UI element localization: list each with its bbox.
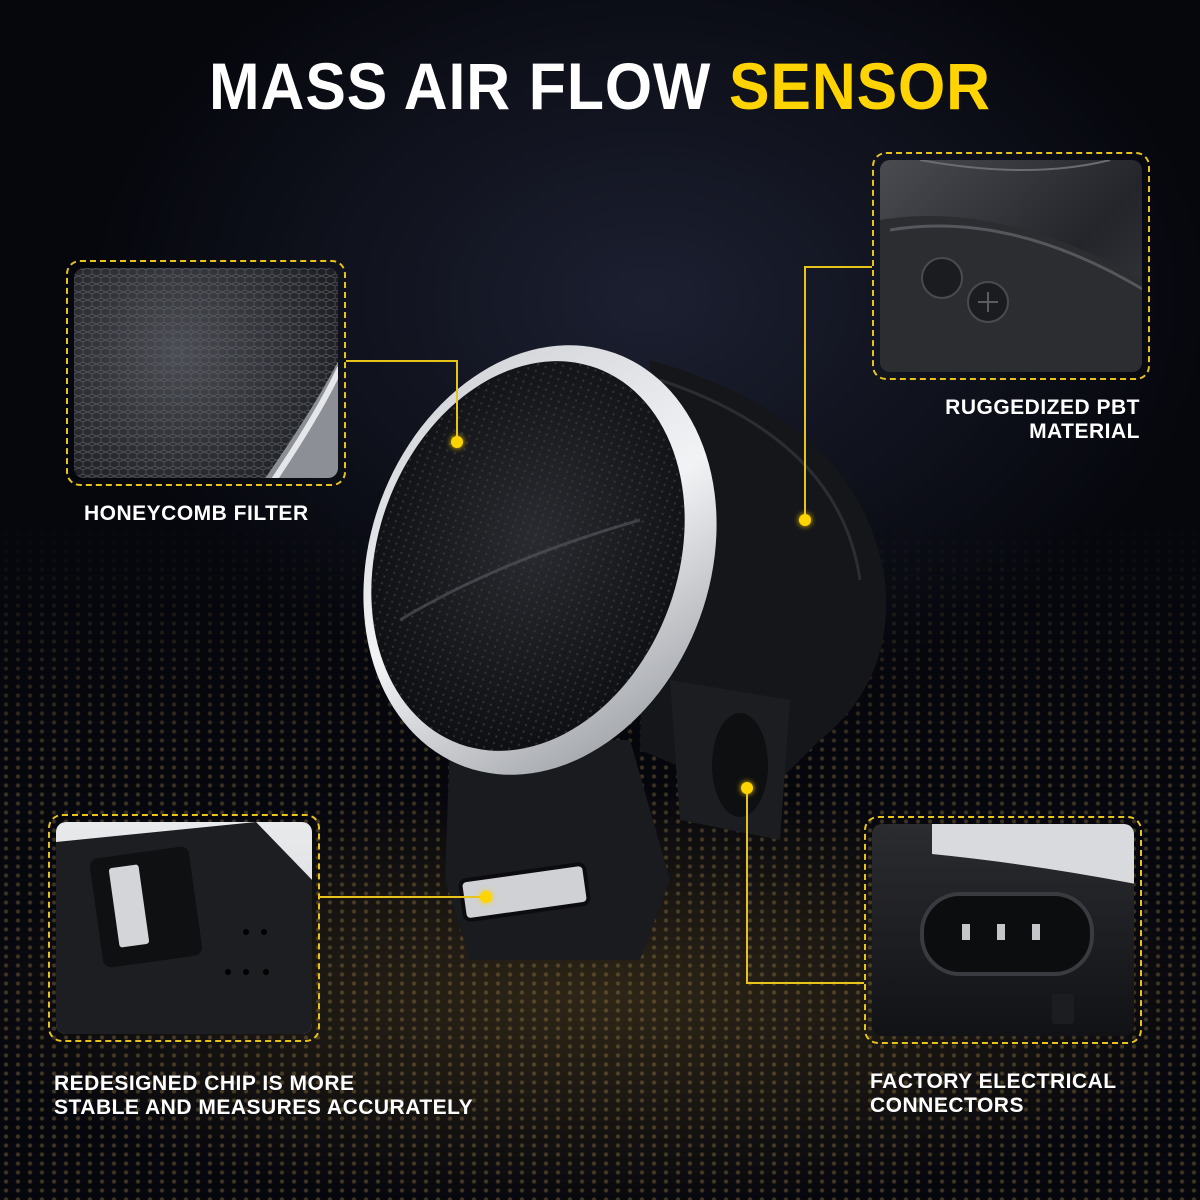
chip-leader-line [320,896,486,898]
connector-label: FACTORY ELECTRICAL CONNECTORS [870,1070,1117,1118]
pbt-label-line2: MATERIAL [1029,420,1140,443]
title-main: MASS AIR FLOW [209,49,730,123]
mass-air-flow-sensor-image [363,345,887,960]
honeycomb-filter-closeup [74,268,338,478]
pbt-leader-line-vertical [804,266,806,520]
connector-panel [864,816,1142,1044]
pbt-material-closeup [880,160,1142,372]
pbt-material-label: RUGGEDIZED PBT MATERIAL [900,396,1140,444]
honeycomb-leader-line-vertical [456,360,458,442]
connector-closeup [872,824,1134,1036]
chip-closeup [56,822,312,1034]
chip-marker-dot [480,891,492,903]
chip-panel [48,814,320,1042]
pbt-label-line1: RUGGEDIZED PBT [945,396,1140,419]
chip-label-line1: REDESIGNED CHIP IS MORE [54,1072,355,1095]
pbt-marker-dot [799,514,811,526]
chip-label-line2: STABLE AND MEASURES ACCURATELY [54,1096,474,1119]
connector-leader-line [746,982,864,984]
connector-label-line2: CONNECTORS [870,1094,1024,1117]
honeycomb-filter-label: HONEYCOMB FILTER [84,502,309,525]
title-accent: SENSOR [729,49,991,123]
connector-marker-dot [741,782,753,794]
chip-label: REDESIGNED CHIP IS MORE STABLE AND MEASU… [54,1072,473,1120]
honeycomb-marker-dot [451,436,463,448]
honeycomb-leader-line [346,360,458,362]
honeycomb-filter-panel [66,260,346,486]
pbt-leader-line [804,266,872,268]
connector-leader-line-vertical [746,790,748,984]
pbt-material-panel [872,152,1150,380]
connector-label-line1: FACTORY ELECTRICAL [870,1070,1117,1093]
page-title: MASS AIR FLOW SENSOR [48,48,1152,124]
